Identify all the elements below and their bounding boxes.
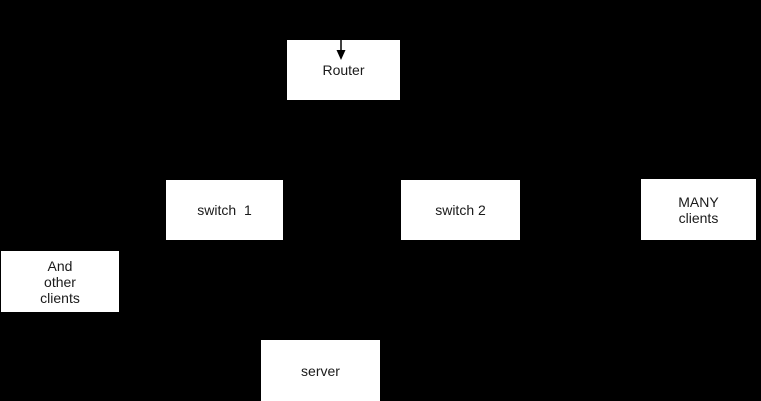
- node-server-label: server: [301, 362, 340, 379]
- node-and-other-clients: And other clients: [1, 251, 119, 312]
- node-switch-1-label: switch 1: [197, 202, 252, 218]
- node-server: server: [261, 340, 380, 401]
- node-many-clients: MANY clients: [641, 179, 756, 240]
- down-arrow-icon: [336, 40, 346, 60]
- node-many-clients-label: MANY clients: [678, 193, 719, 226]
- node-router-label: Router: [322, 62, 365, 78]
- node-switch-2: switch 2: [401, 180, 520, 240]
- node-and-other-clients-label: And other clients: [40, 257, 80, 306]
- node-switch-2-label: switch 2: [435, 202, 486, 218]
- node-switch-1: switch 1: [166, 180, 283, 240]
